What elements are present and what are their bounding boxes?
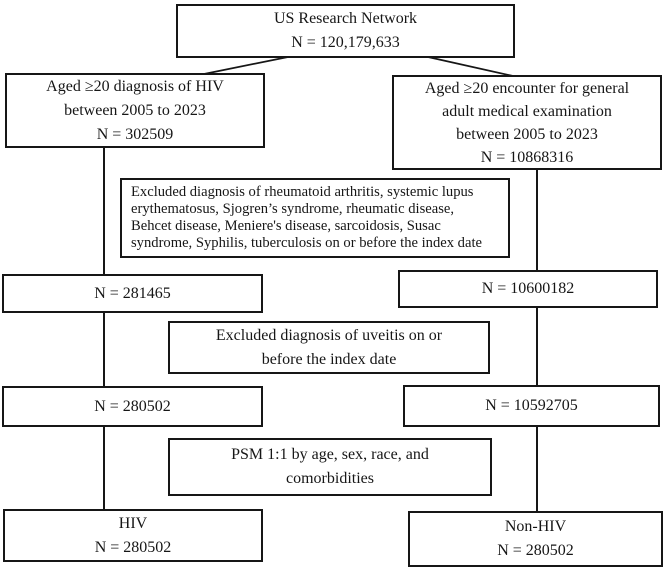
box-text-line: Excluded diagnosis of rheumatoid arthrit…	[131, 184, 474, 201]
box-n-after-uveitis-exam: N = 10592705	[403, 385, 660, 427]
connector-vertical-right-3	[536, 425, 538, 511]
connector-vertical-right-2	[536, 306, 538, 385]
box-text-line: Behcet disease, Meniere's disease, sarco…	[131, 218, 441, 234]
connector-vertical-left-1	[103, 146, 105, 274]
connector-diagonal-right	[427, 56, 514, 77]
box-count: N = 281465	[94, 284, 171, 302]
connector-vertical-right-1	[536, 168, 538, 270]
box-text-line: between 2005 to 2023	[64, 101, 206, 119]
box-text-line: comorbidities	[286, 470, 374, 487]
box-psm: PSM 1:1 by age, sex, race, and comorbidi…	[168, 438, 492, 496]
box-title: Non-HIV	[504, 518, 567, 535]
box-non-hiv-final: Non-HIV N = 280502	[408, 511, 663, 567]
box-text-line: erythematosus, Sjogren’s syndrome, rheum…	[131, 201, 455, 218]
box-title: HIV	[118, 514, 148, 532]
box-excluded-autoimmune: Excluded diagnosis of rheumatoid arthrit…	[120, 178, 510, 258]
box-count: N = 302509	[96, 125, 174, 143]
box-exam-cohort: Aged ≥20 encounter for general adult med…	[392, 75, 662, 170]
box-us-research-network: US Research Network N = 120,179,633	[176, 4, 515, 58]
box-count: N = 10868316	[480, 148, 574, 166]
box-count: N = 280502	[497, 542, 574, 559]
box-count: N = 280502	[94, 397, 171, 415]
box-n-after-uveitis-hiv: N = 280502	[2, 386, 263, 427]
box-text-line: Aged ≥20 diagnosis of HIV	[46, 77, 224, 95]
connector-vertical-left-2	[103, 311, 105, 386]
box-text-line: PSM 1:1 by age, sex, race, and	[231, 446, 429, 463]
box-count: N = 10600182	[481, 280, 575, 297]
connector-vertical-left-3	[103, 425, 105, 509]
box-text-line: before the index date	[261, 350, 397, 368]
box-title: US Research Network	[273, 10, 418, 27]
box-n-after-autoimmune-exam: N = 10600182	[398, 270, 658, 308]
box-count: N = 10592705	[485, 397, 578, 414]
box-text-line: syndrome, Syphilis, tuberculosis on or b…	[131, 234, 482, 251]
box-count: N = 280502	[94, 538, 172, 556]
box-excluded-uveitis: Excluded diagnosis of uveitis on or befo…	[168, 321, 490, 374]
box-n-after-autoimmune-hiv: N = 281465	[2, 274, 263, 313]
box-hiv-final: HIV N = 280502	[3, 509, 263, 562]
box-text-line: between 2005 to 2023	[456, 125, 598, 143]
box-text-line: Excluded diagnosis of uveitis on or	[215, 326, 443, 344]
box-text-line: adult medical examination	[442, 102, 612, 120]
connector-diagonal-left	[203, 56, 289, 75]
box-count: N = 120,179,633	[291, 34, 400, 51]
box-text-line: Aged ≥20 encounter for general	[424, 79, 630, 97]
box-hiv-cohort: Aged ≥20 diagnosis of HIV between 2005 t…	[5, 73, 265, 148]
